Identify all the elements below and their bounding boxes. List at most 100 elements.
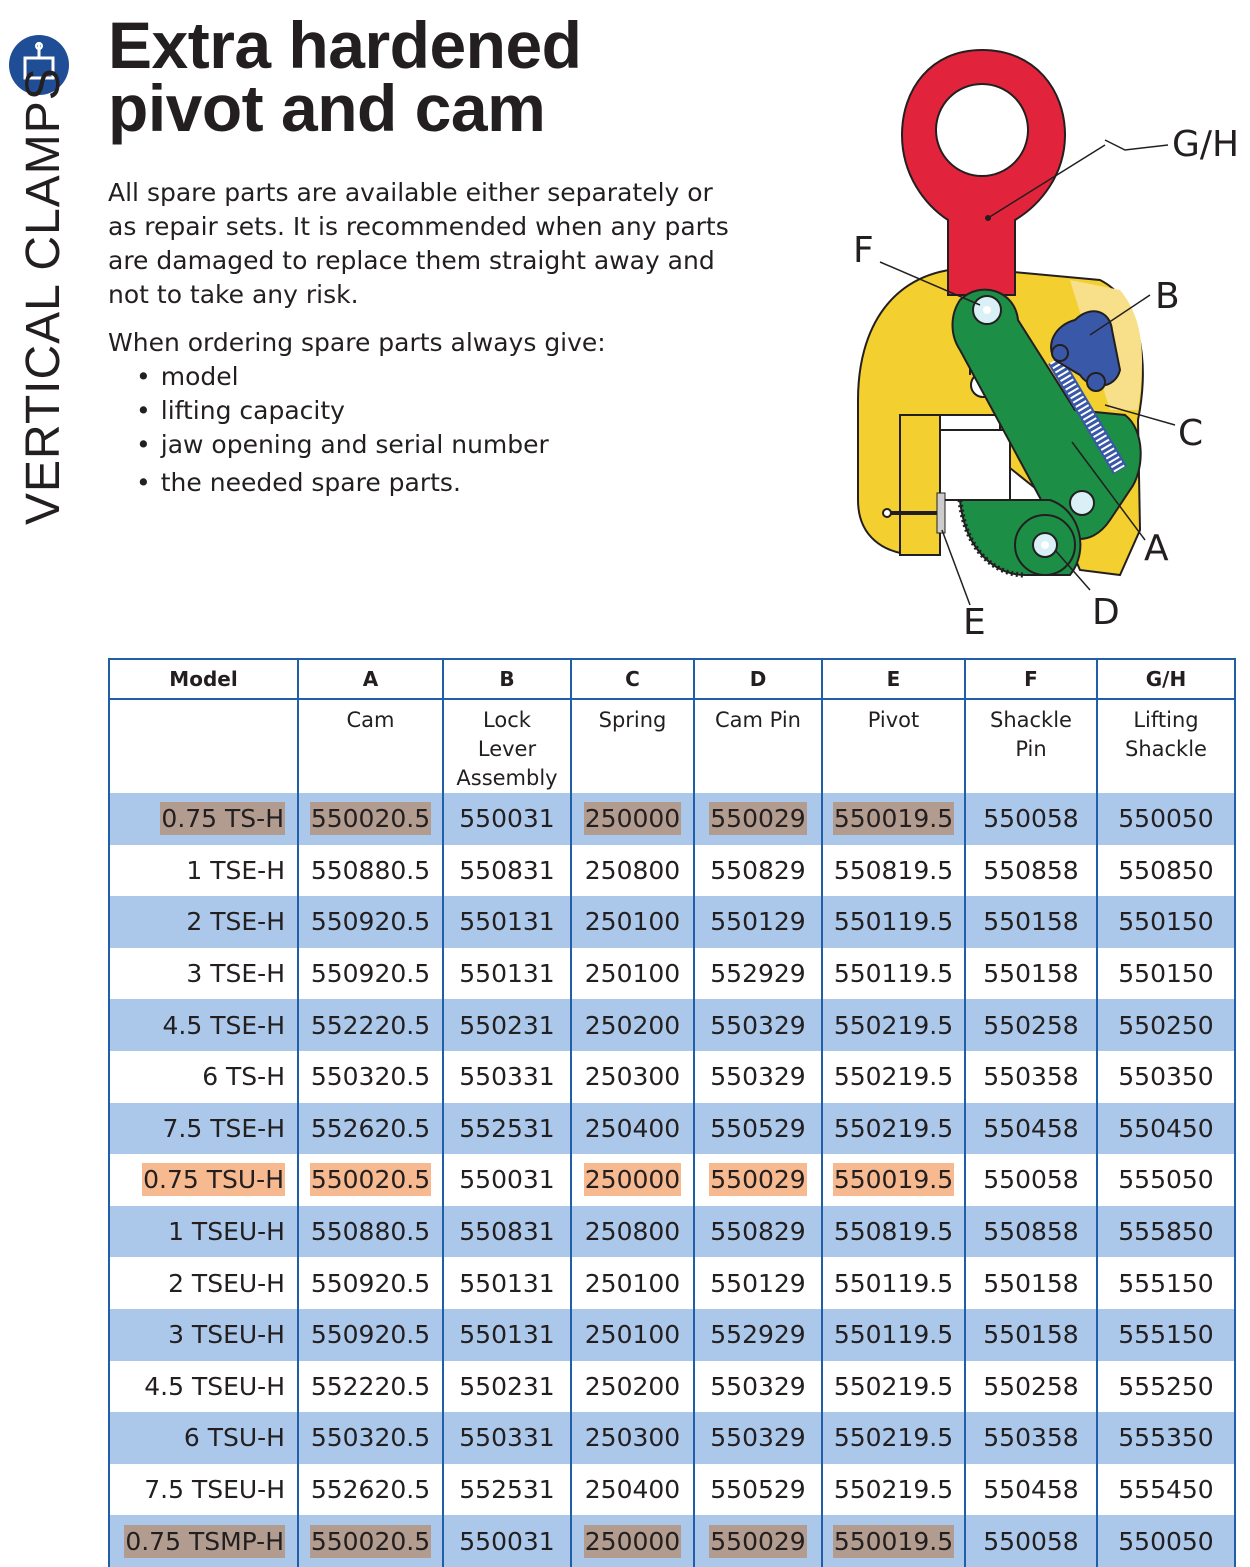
cell-text: 250100: [584, 959, 681, 989]
part-number-cell: 550329: [693, 1412, 822, 1464]
label-e: E: [963, 602, 986, 643]
cell-text: 250200: [584, 1371, 681, 1401]
part-number-cell: 550850: [1096, 844, 1236, 897]
cell-text: 550058: [983, 804, 1079, 834]
cell-text: 550131: [459, 1268, 555, 1298]
cell-text: 550058: [983, 1165, 1079, 1195]
cell-text: 550031: [459, 804, 555, 834]
cell-text: 552531: [459, 1475, 555, 1505]
cell-text: 550219.5: [833, 1113, 954, 1143]
ordering-item: lifting capacity: [136, 394, 549, 428]
cell-text: 250400: [584, 1475, 681, 1505]
part-number-cell: 550329: [693, 999, 822, 1051]
clamp-icon: [9, 35, 69, 95]
part-number-cell: 552531: [442, 1102, 571, 1155]
part-number-cell: 550219.5: [821, 1102, 965, 1155]
part-number-cell: 550131: [442, 1308, 571, 1361]
cell-text: 6 TS-H: [202, 1062, 285, 1092]
cell-text: 1 TSE-H: [186, 855, 285, 885]
part-number-cell: 550219.5: [821, 1412, 965, 1464]
cell-text: 4.5 TSE-H: [162, 1010, 285, 1040]
ordering-lead: When ordering spare parts always give:: [108, 328, 606, 357]
cell-text: 550158: [983, 1268, 1079, 1298]
cell-text: 550329: [710, 1371, 806, 1401]
part-number-cell: 550231: [442, 999, 571, 1051]
page-title: Extra hardened pivot and cam: [108, 12, 582, 141]
cell-text: 550529: [710, 1113, 806, 1143]
cell-text: 550331: [459, 1062, 555, 1092]
part-number-cell: 550131: [442, 896, 571, 948]
cell-text: 555850: [1118, 1217, 1214, 1247]
cell-text: 550029: [709, 1524, 807, 1558]
part-number-cell: 550920.5: [297, 1308, 443, 1361]
column-subheader: Shackle Pin: [964, 699, 1097, 793]
cell-text: 550350: [1118, 1062, 1214, 1092]
cell-text: 550050: [1118, 1526, 1214, 1556]
cell-text: 250000: [583, 1524, 682, 1558]
column-subheader: Lock Lever Assembly: [442, 699, 571, 793]
cell-text: 550329: [710, 1062, 806, 1092]
cell-text: 2 TSE-H: [186, 907, 285, 937]
part-number-cell: 250000: [570, 1154, 694, 1206]
cell-text: 552620.5: [310, 1113, 431, 1143]
cell-text: 552929: [710, 959, 806, 989]
part-number-cell: 250100: [570, 896, 694, 948]
part-number-cell: 550529: [693, 1463, 822, 1516]
cell-text: 550158: [983, 907, 1079, 937]
cell-text: 550231: [459, 1010, 555, 1040]
part-number-cell: 552220.5: [297, 1360, 443, 1413]
part-number-cell: 550050: [1096, 793, 1236, 845]
part-number-cell: 550258: [964, 1360, 1097, 1413]
cell-text: 550119.5: [833, 1320, 954, 1350]
label-a: A: [1144, 528, 1169, 569]
label-c: C: [1178, 413, 1203, 454]
cell-text: 550358: [983, 1423, 1079, 1453]
label-g-h: G/H: [1172, 124, 1239, 165]
part-number-cell: 550350: [1096, 1050, 1236, 1103]
cell-text: 1 TSEU-H: [168, 1217, 285, 1247]
cell-text: 550329: [710, 1010, 806, 1040]
cell-text: 550880.5: [310, 855, 431, 885]
part-number-cell: 550458: [964, 1463, 1097, 1516]
cell-text: 250800: [584, 1217, 681, 1247]
part-number-cell: 550231: [442, 1360, 571, 1413]
column-header: Model: [108, 658, 298, 700]
spare-parts-table: Model A B C D E F G/H Cam Lock Lever Ass…: [108, 658, 1236, 1567]
cell-text: 550331: [459, 1423, 555, 1453]
column-header: E: [821, 658, 965, 700]
part-number-cell: 552531: [442, 1463, 571, 1516]
cell-text: 550131: [459, 1320, 555, 1350]
part-number-cell: 550029: [693, 1154, 822, 1206]
cell-text: 550831: [459, 1217, 555, 1247]
cell-text: 0.75 TSU-H: [142, 1163, 285, 1197]
cell-text: 550258: [983, 1010, 1079, 1040]
part-number-cell: 550819.5: [821, 1205, 965, 1258]
part-number-cell: 550129: [693, 1257, 822, 1309]
part-number-cell: 250800: [570, 844, 694, 897]
part-number-cell: 250000: [570, 793, 694, 845]
intro-line: All spare parts are available either sep…: [108, 178, 713, 207]
part-number-cell: 550320.5: [297, 1050, 443, 1103]
part-number-cell: 550880.5: [297, 844, 443, 897]
part-number-cell: 250000: [570, 1515, 694, 1567]
cell-text: 550019.5: [832, 1163, 955, 1197]
part-number-cell: 555150: [1096, 1308, 1236, 1361]
intro-line: are damaged to replace them straight awa…: [108, 246, 715, 275]
part-number-cell: 550119.5: [821, 896, 965, 948]
cam-lever: [951, 288, 1142, 540]
cell-text: 555050: [1118, 1165, 1214, 1195]
model-cell: 0.75 TS-H: [108, 793, 298, 845]
cell-text: 550219.5: [833, 1371, 954, 1401]
ordering-item: model: [136, 360, 549, 394]
cell-text: 250000: [583, 802, 682, 836]
cell-text: 550158: [983, 1320, 1079, 1350]
part-number-cell: 550158: [964, 947, 1097, 1000]
cell-text: 550829: [710, 1217, 806, 1247]
cell-text: 550358: [983, 1062, 1079, 1092]
part-number-cell: 250800: [570, 1205, 694, 1258]
